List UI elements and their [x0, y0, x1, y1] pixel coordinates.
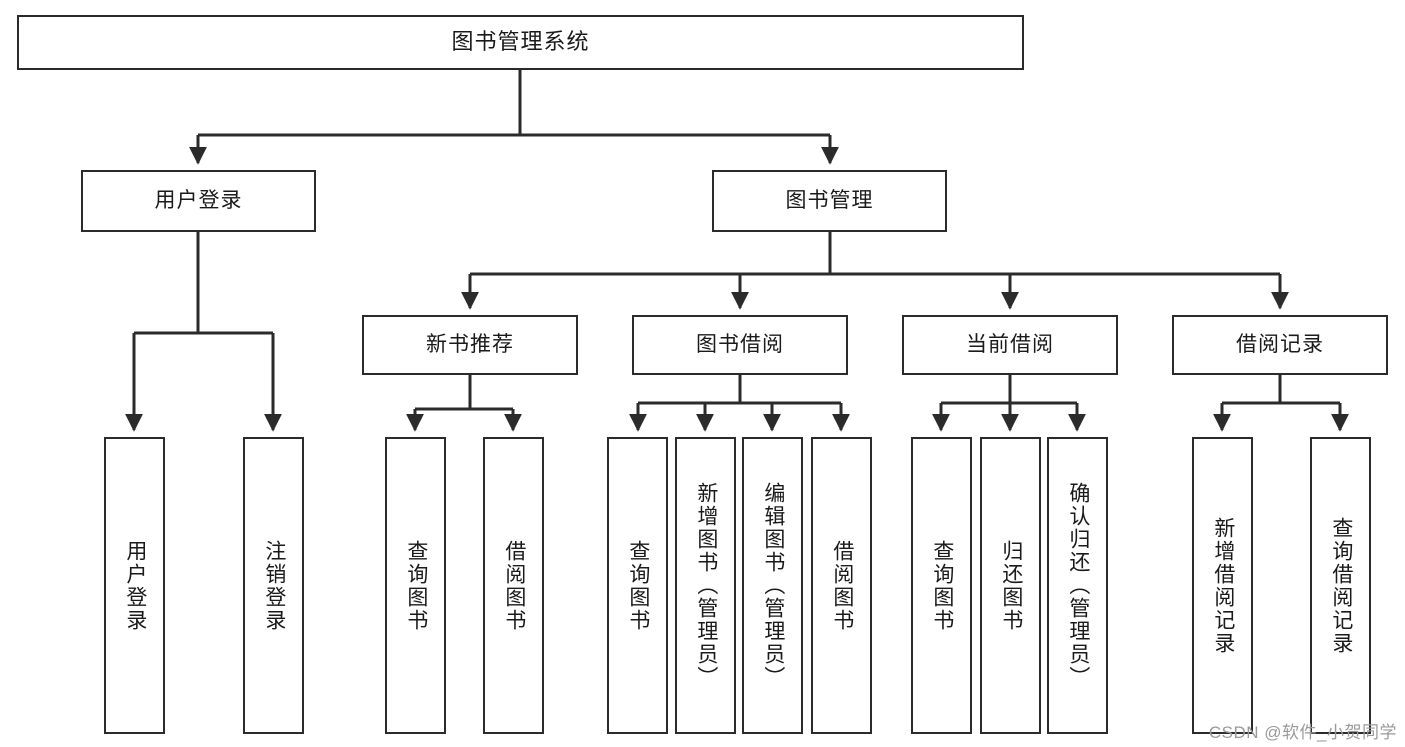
leaf-confirm-return-admin[interactable]: 确认归还（管理员） [1047, 437, 1108, 734]
node-label: 用户登录 [123, 539, 147, 632]
watermark-text: CSDN @软件_小贺同学 [1208, 723, 1397, 742]
leaf-query-book-borrow[interactable]: 查询图书 [607, 437, 668, 734]
node-label: 查询图书 [404, 539, 428, 632]
node-current-borrow[interactable]: 当前借阅 [902, 315, 1118, 375]
node-label: 注销登录 [262, 539, 286, 632]
node-label: 归还图书 [999, 539, 1023, 632]
leaf-add-borrow-record[interactable]: 新增借阅记录 [1192, 437, 1253, 734]
node-label: 借阅图书 [830, 539, 854, 632]
node-book-management[interactable]: 图书管理 [712, 170, 947, 232]
leaf-return-book[interactable]: 归还图书 [980, 437, 1041, 734]
leaf-user-login[interactable]: 用户登录 [104, 437, 165, 734]
node-new-book-recommend[interactable]: 新书推荐 [362, 315, 578, 375]
node-label: 查询借阅记录 [1329, 516, 1353, 655]
node-label: 借阅记录 [1236, 333, 1324, 357]
node-label: 新书推荐 [426, 333, 514, 357]
node-label: 借阅图书 [502, 539, 526, 632]
node-book-borrow[interactable]: 图书借阅 [632, 315, 848, 375]
node-label: 确认归还（管理员） [1066, 482, 1090, 689]
node-label: 查询图书 [626, 539, 650, 632]
node-label: 用户登录 [154, 189, 243, 213]
leaf-logout-login[interactable]: 注销登录 [243, 437, 304, 734]
leaf-edit-book-admin[interactable]: 编辑图书（管理员） [742, 437, 803, 734]
node-label: 编辑图书（管理员） [761, 482, 785, 689]
node-label: 图书管理系统 [451, 29, 590, 55]
node-label: 图书借阅 [696, 333, 784, 357]
leaf-query-borrow-record[interactable]: 查询借阅记录 [1310, 437, 1371, 734]
leaf-borrow-book-recommend[interactable]: 借阅图书 [483, 437, 544, 734]
node-label: 新增借阅记录 [1211, 516, 1235, 655]
node-label: 查询图书 [930, 539, 954, 632]
node-label: 图书管理 [785, 189, 874, 213]
node-root-system[interactable]: 图书管理系统 [17, 15, 1024, 70]
leaf-query-book-current[interactable]: 查询图书 [911, 437, 972, 734]
node-label: 当前借阅 [966, 333, 1054, 357]
leaf-add-book-admin[interactable]: 新增图书（管理员） [675, 437, 736, 734]
leaf-query-book-recommend[interactable]: 查询图书 [385, 437, 446, 734]
node-borrow-record[interactable]: 借阅记录 [1172, 315, 1388, 375]
leaf-borrow-book[interactable]: 借阅图书 [811, 437, 872, 734]
node-user-login[interactable]: 用户登录 [81, 170, 316, 232]
node-label: 新增图书（管理员） [694, 482, 718, 689]
